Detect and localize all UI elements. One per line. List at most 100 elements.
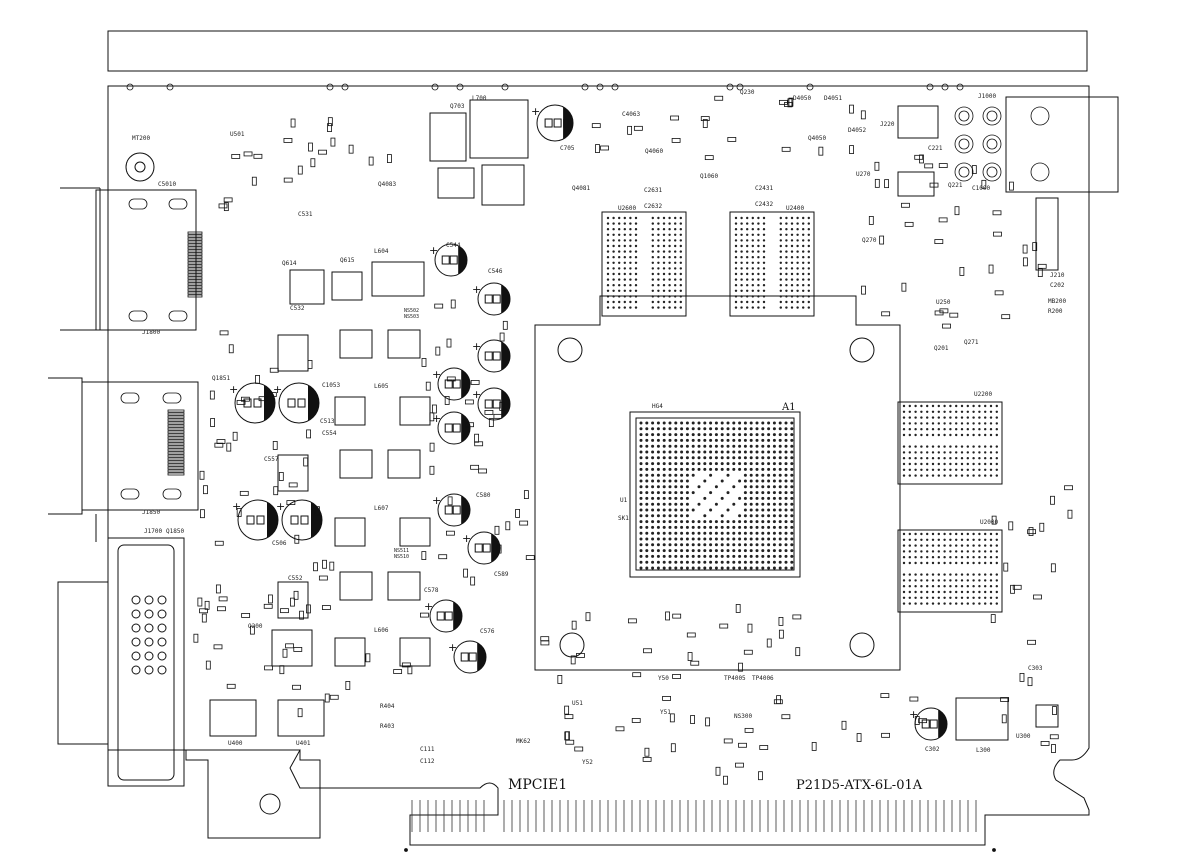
bga-ball (779, 289, 782, 292)
bga-ball (914, 596, 917, 599)
bga-ball (807, 228, 810, 231)
bga-ball (943, 416, 946, 419)
bga-ball (743, 438, 747, 442)
bga-ball (978, 462, 981, 466)
capacitor-polarity-band (477, 642, 486, 672)
bga-ball (989, 404, 993, 408)
smd-pad (792, 614, 802, 620)
bga-ball (785, 250, 788, 253)
connector-pin (187, 264, 203, 268)
bga-ball (761, 467, 765, 471)
bga-ball (709, 438, 713, 442)
bga-ball (651, 473, 655, 477)
smd-pad (1022, 257, 1028, 267)
bga-ball (697, 433, 701, 437)
bga-ball (960, 550, 964, 553)
bga-ball (639, 427, 643, 431)
u270-label: U270 (856, 171, 871, 178)
dsub-pin (157, 623, 167, 633)
bga-ball (691, 531, 695, 535)
bga-ball (726, 433, 730, 437)
bga-ball (674, 479, 678, 483)
bga-ball (757, 300, 760, 304)
bga-ball (606, 267, 610, 270)
connector-pin (187, 234, 203, 238)
bga-ball (978, 585, 981, 588)
bga-ball (662, 244, 666, 248)
capacitor-plus-mark: + (432, 494, 441, 507)
bga-ball (784, 485, 788, 489)
smd-pad (856, 733, 862, 742)
bga-ball (984, 410, 987, 413)
smd-pad (627, 125, 633, 135)
bga-ball (755, 485, 759, 489)
bga-ball (749, 444, 753, 448)
bga-ball (612, 228, 615, 231)
smd-pad (264, 665, 273, 671)
bga-ball (785, 272, 788, 276)
bga-ball (732, 427, 736, 431)
connector-pin (167, 433, 185, 437)
bga-ball (674, 520, 678, 524)
bga-ball (926, 451, 929, 454)
smd-pad (421, 358, 427, 367)
bga-ball (761, 560, 765, 564)
bga-ball (960, 457, 964, 460)
smd-pad (879, 235, 885, 245)
bga-ball (674, 284, 677, 287)
smd-pad (884, 179, 889, 189)
bga-ball (623, 256, 626, 259)
bga-ball (668, 216, 671, 220)
bga-ball (645, 525, 649, 529)
bga-ball (629, 233, 632, 236)
bga-ball (960, 561, 964, 565)
bga-ball (703, 525, 707, 529)
bga-ball (908, 416, 911, 419)
q230-label: Q230 (740, 89, 755, 96)
bga-ball (943, 445, 946, 448)
bga-ball (709, 566, 713, 570)
bga-ball (995, 585, 998, 588)
bga-ball (734, 244, 738, 248)
bga-ball (755, 491, 759, 495)
bga-ball (978, 445, 981, 448)
bga-ball (762, 278, 766, 281)
bga-ball (668, 228, 671, 231)
bga-ball (629, 272, 632, 276)
bga-ball (680, 537, 684, 541)
bga-ball (639, 491, 643, 495)
bga-ball (743, 421, 747, 425)
bga-ball (606, 244, 610, 248)
capacitor-pad (482, 543, 491, 553)
bga-ball (772, 514, 776, 518)
bga-ball (749, 502, 753, 506)
bga-ball (995, 561, 998, 565)
bga-ball (908, 410, 911, 413)
bga-ball (680, 450, 684, 454)
bga-ball (651, 444, 655, 448)
bga-ball (743, 543, 747, 547)
bga-ball (674, 566, 678, 570)
bga-ball (726, 450, 730, 454)
bga-ball (679, 216, 682, 220)
bga-ball (984, 556, 987, 559)
smd-pad (213, 644, 223, 650)
bga-ball (790, 256, 794, 259)
bga-ball (984, 457, 987, 460)
capacitor-polarity-band (308, 385, 319, 421)
bga-ball (657, 300, 660, 304)
bga-ball (645, 496, 649, 500)
bga-ball (761, 520, 765, 524)
bga-ball (674, 222, 677, 225)
bga-ball (902, 422, 906, 425)
bga-ball (790, 278, 794, 281)
bga-ball (757, 284, 760, 287)
bga-ball (732, 438, 736, 442)
smd-pad (268, 594, 273, 604)
bga-ball (978, 550, 981, 553)
bga-ball (772, 549, 776, 553)
bga-ball (743, 496, 747, 500)
bga-ball (931, 474, 935, 477)
tp4006-label: TP4006 (752, 675, 774, 682)
smd-pad (1000, 697, 1010, 702)
